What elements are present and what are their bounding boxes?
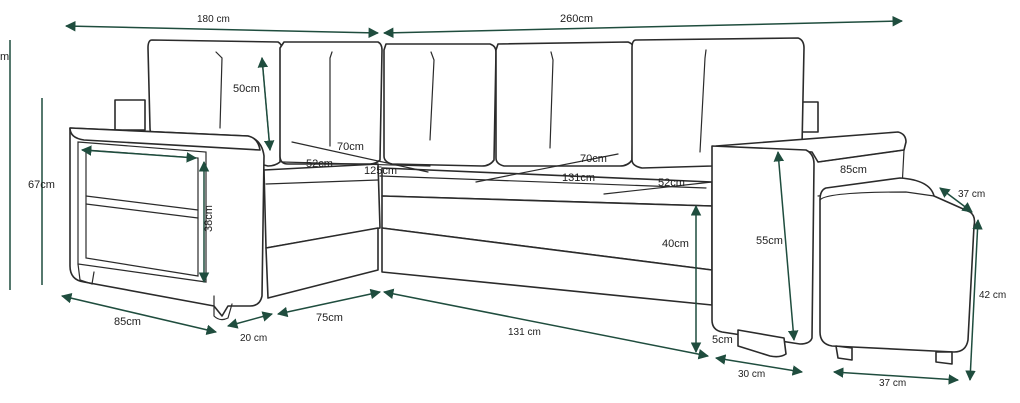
label-base-75: 75cm [316, 312, 343, 324]
label-total-height: 67cm [28, 179, 55, 191]
label-seat-125: 125cm [364, 165, 397, 177]
label-height-partial: m [0, 51, 9, 63]
label-armrest-depth: 85cm [840, 164, 867, 176]
label-back-cushion: 50cm [233, 83, 260, 95]
back-block-left [114, 99, 146, 131]
label-pouf-width: 37 cm [879, 378, 906, 389]
label-seat-131: 131cm [562, 172, 595, 184]
label-seat-depth-b: 70cm [580, 153, 607, 165]
label-arm-width-right: 30 cm [738, 369, 765, 380]
label-arm-width-left: 20 cm [240, 333, 267, 344]
label-width-left: 180 cm [197, 14, 230, 25]
pouf [819, 177, 976, 365]
seat-front-left [263, 163, 381, 249]
label-pouf-height: 42 cm [979, 290, 1006, 301]
label-leg: 5cm [712, 334, 733, 346]
label-base-131: 131 cm [508, 327, 541, 338]
label-seat-depth-a: 70cm [337, 141, 364, 153]
back-cushion-2 [279, 41, 383, 165]
label-width-right: 260cm [560, 13, 593, 25]
back-cushion-3 [383, 43, 497, 167]
back-cushion-4 [495, 41, 635, 167]
label-seat-52b: 52cm [658, 177, 685, 189]
label-seat-height: 40cm [662, 238, 689, 250]
label-armrest-height: 55cm [756, 235, 783, 247]
base-left [265, 227, 379, 299]
dimension-labels: 180 cm 260cm m 67cm 50cm 70cm 52cm 125cm… [0, 13, 1006, 389]
dimension-arrows [60, 15, 983, 385]
label-base-left: 85cm [114, 316, 141, 328]
left-armrest-shelf [69, 127, 265, 321]
back-cushions [147, 37, 805, 169]
label-shelf-height: 38cm [203, 205, 215, 232]
label-pouf-top: 37 cm [958, 189, 985, 200]
label-seat-52a: 52cm [306, 158, 333, 170]
seat-lines [265, 141, 713, 195]
